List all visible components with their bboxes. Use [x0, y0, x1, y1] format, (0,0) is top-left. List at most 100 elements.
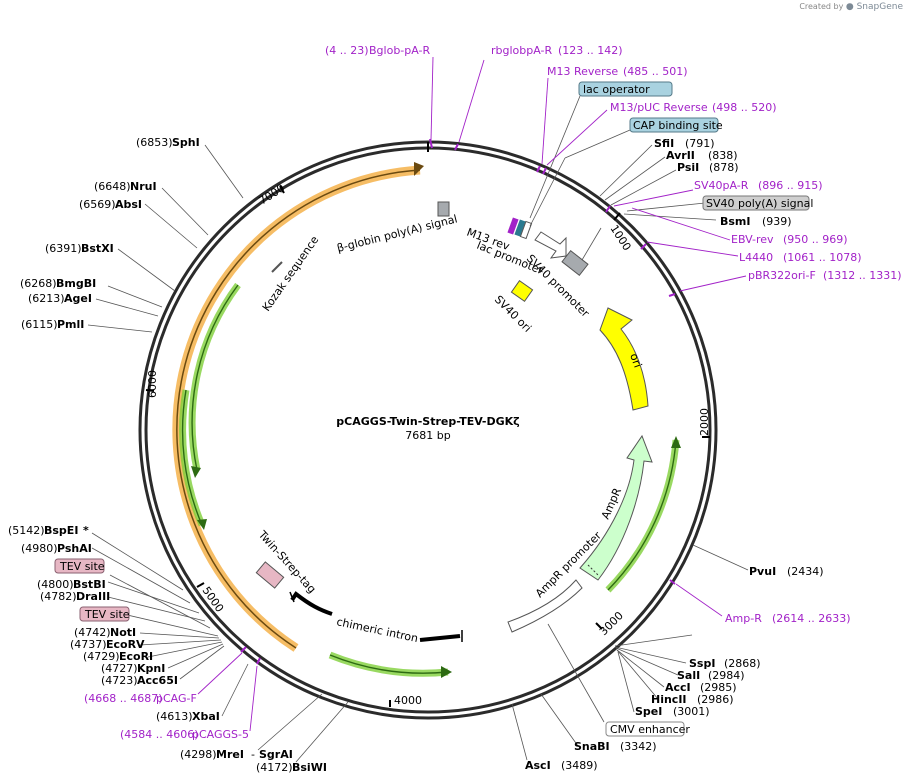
draiii-pos: (4782)	[40, 590, 77, 603]
acc65i-name[interactable]: Acc65I	[137, 674, 178, 687]
sali-pos: (2984)	[708, 669, 745, 682]
xbai-name[interactable]: XbaI	[192, 710, 220, 723]
sspi-pos: (2868)	[724, 657, 761, 670]
pcaggs5-pos: (4584 .. 4606)	[120, 728, 199, 741]
acci-name[interactable]: AccI	[665, 681, 691, 694]
kpni-name[interactable]: KpnI	[137, 662, 165, 675]
agei-pos: (6213)	[28, 292, 65, 305]
pshai-name[interactable]: PshAI	[57, 542, 92, 555]
bglobin-feature	[437, 201, 450, 217]
bstxi-pos: (6391)	[45, 242, 82, 255]
green-feature-arc-2-line	[181, 389, 203, 526]
sali-name[interactable]: SalI	[677, 669, 700, 682]
mrei-pos: (4298)	[180, 748, 217, 761]
spei-name[interactable]: SpeI	[635, 705, 662, 718]
agei-name[interactable]: AgeI	[64, 292, 92, 305]
m13puc-name[interactable]: M13/pUC Reverse	[610, 101, 708, 114]
ecorv-name[interactable]: EcoRV	[106, 638, 145, 651]
sv40-polya-box[interactable]	[702, 195, 810, 211]
bstxi-name[interactable]: BstXI	[81, 242, 114, 255]
tev-site-box-1[interactable]	[54, 558, 105, 574]
pbr322-pos: (1312 .. 1331)	[823, 269, 902, 282]
draiii-name[interactable]: DraIII	[76, 590, 110, 603]
tick-label-6000: 6000	[146, 370, 159, 398]
nrui-pos: (6648)	[94, 180, 131, 193]
noti-name[interactable]: NotI	[110, 626, 136, 639]
plasmid-name: pCAGGS-Twin-Strep-TEV-DGKζ	[336, 415, 519, 428]
rbglob-name[interactable]: rbglobpA-R	[491, 44, 552, 57]
chimeric-intron-right	[419, 634, 461, 642]
created-by-text: Created by	[799, 2, 844, 11]
nrui-name[interactable]: NruI	[130, 180, 157, 193]
sspi-name[interactable]: SspI	[689, 657, 715, 670]
ampr-primer-name[interactable]: Amp-R	[725, 612, 762, 625]
snabi-name[interactable]: SnaBI	[574, 740, 610, 753]
pmli-name[interactable]: PmlI	[57, 318, 84, 331]
absi-name[interactable]: AbsI	[115, 198, 142, 211]
tick-marks	[145, 142, 710, 707]
ampr-feature	[579, 434, 653, 581]
xbai-pos: (4613)	[156, 710, 193, 723]
green-feature-arc-3-line	[329, 654, 449, 674]
chimeric-intron-left	[290, 591, 333, 616]
avrii-pos: (838)	[708, 149, 738, 162]
green-arc-4-head	[671, 436, 681, 448]
ebvrev-name[interactable]: EBV-rev	[731, 233, 774, 246]
sv40-polya-label: SV40 poly(A) signal	[706, 197, 813, 210]
bglob-name[interactable]: Bglob-pA-R	[369, 44, 431, 57]
pvui-name[interactable]: PvuI	[749, 565, 776, 578]
l4440-name[interactable]: L4440	[739, 251, 773, 264]
twin-strep-tag-label: Twin-Strep-tag	[255, 528, 318, 596]
pcagf-pos: (4668 .. 4687)	[84, 692, 163, 705]
sphi-name[interactable]: SphI	[172, 136, 200, 149]
kozak-feature	[271, 261, 283, 273]
snapgene-logo: ● SnapGene	[845, 2, 903, 12]
bspei-pos: (5142)	[8, 524, 45, 537]
ecori-name[interactable]: EcoRI	[119, 650, 153, 663]
cap-site-feature	[519, 220, 533, 240]
primer-marks	[240, 138, 676, 665]
green-feature-arc-1	[188, 282, 241, 471]
sv40-ori-feature	[510, 279, 534, 303]
ecori-pos: (4729)	[83, 650, 120, 663]
plasmid-size: 7681 bp	[405, 429, 450, 442]
mrei-name[interactable]: MreI	[216, 748, 244, 761]
asci-name[interactable]: AscI	[525, 759, 551, 772]
psii-name[interactable]: PsiI	[677, 161, 699, 174]
ampr-promoter-feature	[507, 579, 583, 633]
sv40-ori-label: SV40 ori	[492, 293, 534, 335]
avrii-name[interactable]: AvrII	[666, 149, 695, 162]
hincii-name[interactable]: HincII	[651, 693, 687, 706]
pbr322-name[interactable]: pBR322ori-F	[748, 269, 816, 282]
sfii-name[interactable]: SfiI	[654, 137, 674, 150]
pcaggs5-name[interactable]: pCAGGS-5	[192, 728, 249, 741]
ampr-primer-pos: (2614 .. 2633)	[772, 612, 851, 625]
bstbi-pos: (4800)	[37, 578, 74, 591]
green-feature-arc-4-line	[607, 439, 677, 591]
bsiwi-name[interactable]: BsiWI	[292, 761, 327, 774]
sv40pa-pos: (896 .. 915)	[758, 179, 823, 192]
bspei-name[interactable]: BspEI	[44, 524, 78, 537]
bmgbi-name[interactable]: BmgBI	[56, 277, 96, 290]
sv40pa-name[interactable]: SV40pA-R	[694, 179, 749, 192]
tev-site-box-2[interactable]	[79, 606, 130, 622]
acci-pos: (2985)	[700, 681, 737, 694]
tick-label-2000: 2000	[698, 408, 711, 436]
cmv-enhancer-box[interactable]	[605, 721, 685, 737]
cap-binding-site-box[interactable]	[629, 117, 719, 133]
bsmi-name[interactable]: BsmI	[720, 215, 751, 228]
bspei-mark: *	[83, 524, 89, 537]
m13rev-name[interactable]: M13 Reverse	[547, 65, 618, 78]
bglob-pos: (4 .. 23)	[325, 44, 369, 57]
hincii-pos: (2986)	[697, 693, 734, 706]
lac-operator-box[interactable]	[578, 81, 673, 97]
tev-site-label-2: TEV site	[84, 608, 130, 621]
asci-pos: (3489)	[561, 759, 598, 772]
pcagf-name[interactable]: pCAG-F	[156, 692, 197, 705]
l4440-pos: (1061 .. 1078)	[783, 251, 862, 264]
bstbi-name[interactable]: BstBI	[73, 578, 106, 591]
sv40-promoter-feature	[561, 250, 589, 276]
m13-rev-feature	[507, 217, 519, 235]
sgrai-name[interactable]: SgrAI	[259, 748, 293, 761]
